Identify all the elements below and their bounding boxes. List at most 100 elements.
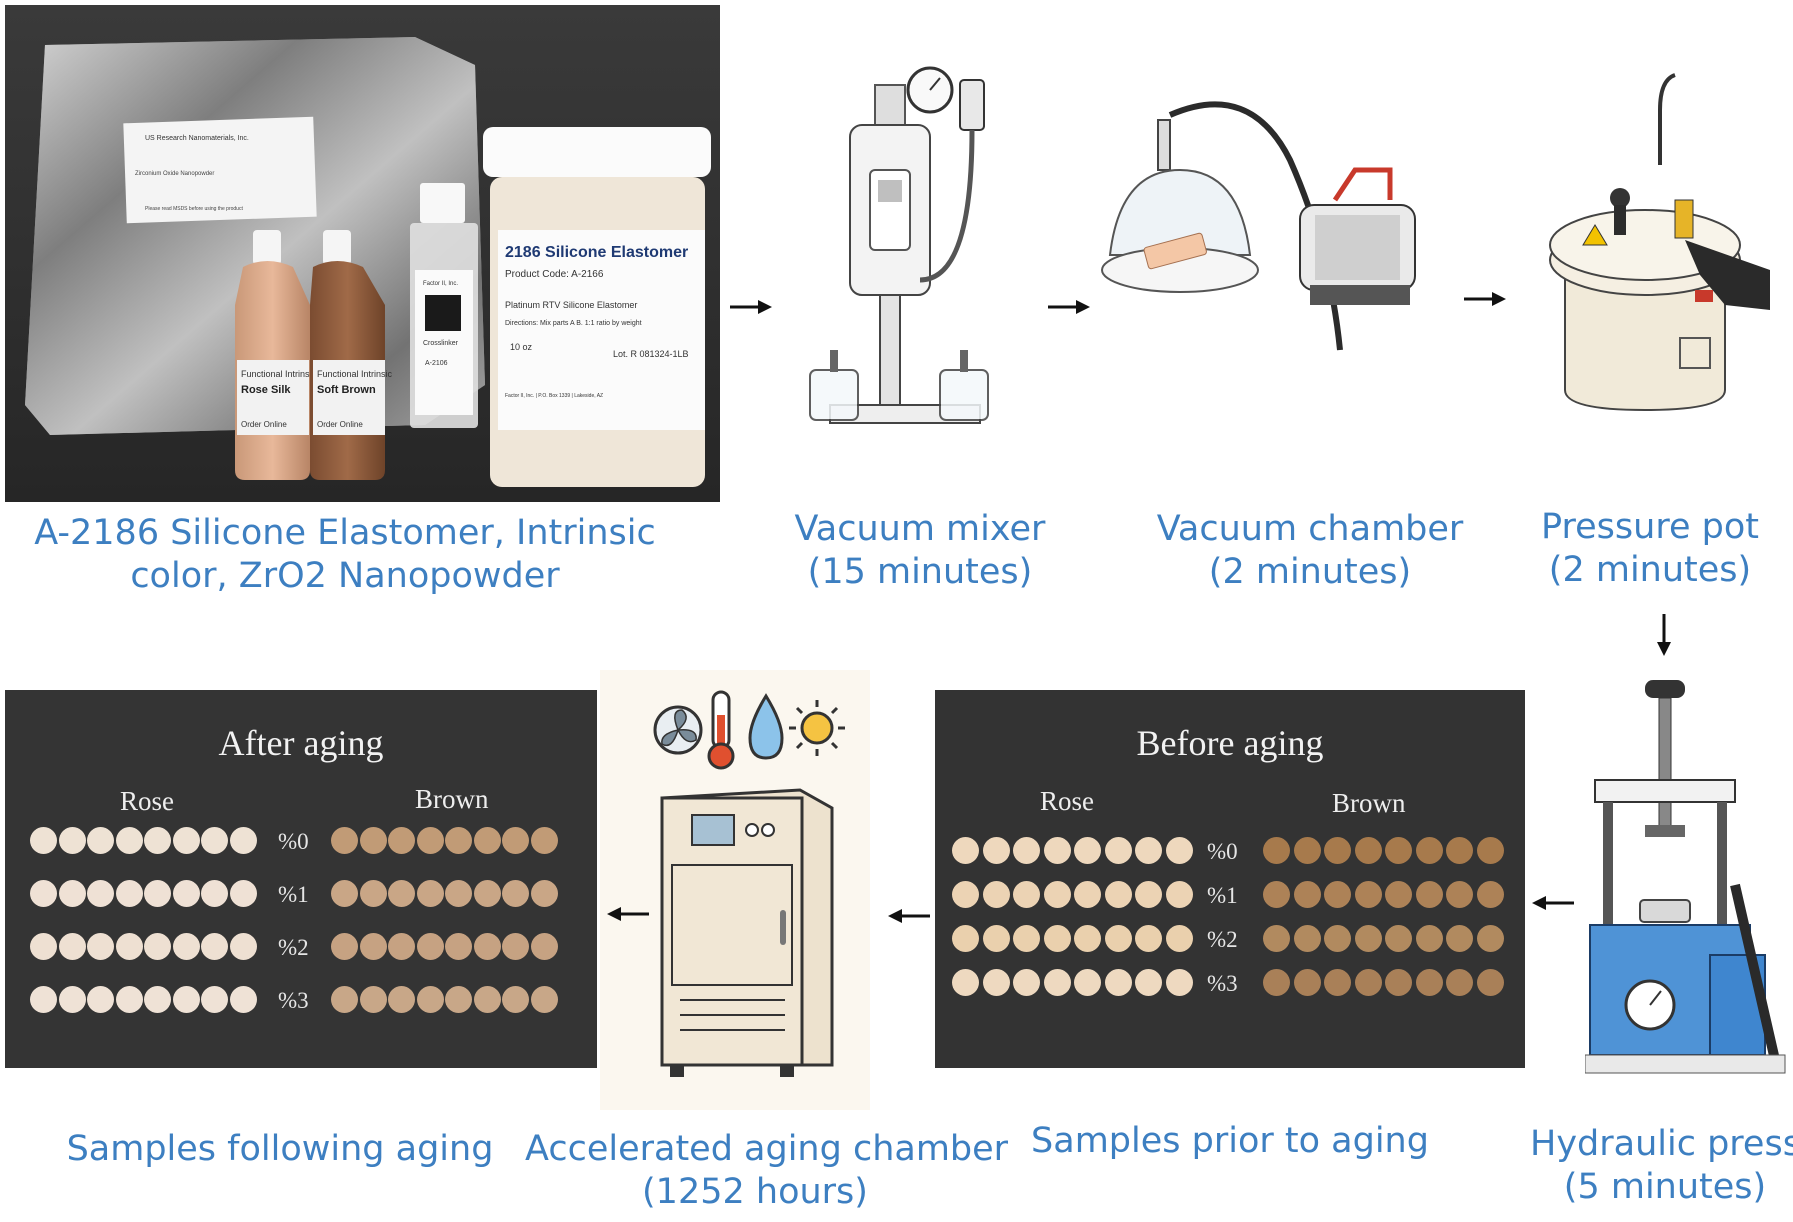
after-rose-disc <box>115 933 143 960</box>
after-brown-disc <box>502 933 529 960</box>
before-brown-disc <box>1446 969 1473 996</box>
before-brown-disc <box>1263 969 1290 996</box>
before-brown-disc <box>1263 837 1290 864</box>
after-brown-disc <box>388 880 415 907</box>
before-rose-disc <box>1135 925 1162 952</box>
vacuum-chamber-caption: Vacuum chamber (2 minutes) <box>1150 508 1470 594</box>
hydraulic-press-caption: Hydraulic press (5 minutes) <box>1530 1123 1793 1209</box>
bag-label-line2: Zirconium Oxide Nanopowder <box>135 171 214 177</box>
sun-icon <box>789 700 845 756</box>
after-rose-disc <box>229 986 257 1013</box>
after-brown-disc <box>388 933 415 960</box>
before-brown-disc <box>1476 881 1504 908</box>
after-rose-disc <box>201 880 228 907</box>
before-brown-disc <box>1385 837 1412 864</box>
before-rose-disc <box>1043 969 1071 996</box>
before-brown-disc <box>1324 881 1351 908</box>
arrow-left-icon <box>1532 896 1574 910</box>
before-rose-disc <box>1135 969 1162 996</box>
jar-line4: Directions: Mix parts A B. 1:1 ratio by … <box>505 320 642 327</box>
after-brown-disc <box>416 827 444 854</box>
before-rose-disc <box>1165 881 1193 908</box>
before-row-label: %3 <box>1207 971 1238 996</box>
after-rose-disc <box>30 933 57 960</box>
before-brown-disc <box>1446 925 1473 952</box>
before-rose-disc <box>1043 837 1071 864</box>
after-rose-disc <box>30 880 57 907</box>
after-rose-disc <box>87 933 114 960</box>
before-rose-disc <box>982 837 1010 864</box>
before-rose-disc <box>1013 837 1040 864</box>
before-brown-disc <box>1263 881 1290 908</box>
before-brown-disc <box>1293 925 1321 952</box>
after-brown-disc <box>445 880 472 907</box>
after-brown-disc <box>502 880 529 907</box>
after-brown-disc <box>473 986 501 1013</box>
brown-bottle-name: Soft Brown <box>317 384 376 396</box>
before-brown-disc <box>1263 925 1290 952</box>
before-brown-disc <box>1415 925 1443 952</box>
vacuum-mixer-caption: Vacuum mixer (15 minutes) <box>760 508 1080 594</box>
before-brown-disc <box>1385 925 1412 952</box>
before-brown-disc <box>1446 881 1473 908</box>
after-brown-disc <box>530 827 558 854</box>
after-rose-disc <box>115 827 143 854</box>
before-rose-disc <box>982 925 1010 952</box>
before-brown-disc <box>1476 837 1504 864</box>
water-drop-icon <box>748 693 784 760</box>
before-rose-disc <box>1104 925 1132 952</box>
before-rose-disc <box>1013 881 1040 908</box>
after-aging-caption-line1: Samples following aging <box>66 1129 494 1169</box>
after-rose-disc <box>172 880 200 907</box>
before-rose-disc <box>1104 881 1132 908</box>
before-rose-disc <box>952 837 979 864</box>
after-brown-disc <box>388 827 415 854</box>
hydraulic-press-illustration <box>1585 680 1786 1074</box>
before-brown-disc <box>1385 881 1412 908</box>
before-rose-disc <box>982 969 1010 996</box>
after-aging-panel: After aging Rose Brown %0%1%2%3 <box>5 690 597 1068</box>
after-brown-disc <box>331 986 358 1013</box>
before-aging-caption: Samples prior to aging <box>1030 1120 1430 1163</box>
after-rose-disc <box>115 986 143 1013</box>
after-aging-title: After aging <box>218 723 384 763</box>
after-brown-disc <box>502 827 529 854</box>
vacuum-chamber-illustration <box>1101 101 1416 351</box>
after-rose-disc <box>58 827 86 854</box>
after-rose-disc <box>87 986 114 1013</box>
rose-bottle-line3: Order Online <box>241 420 287 429</box>
after-rose-disc <box>58 933 86 960</box>
after-rose-disc <box>172 986 200 1013</box>
after-brown-disc <box>359 880 387 907</box>
after-row-label: %0 <box>278 829 309 854</box>
after-brown-disc <box>359 986 387 1013</box>
after-brown-disc <box>530 986 558 1013</box>
rose-bottle-name: Rose Silk <box>241 384 291 396</box>
arrow-right-icon <box>730 300 772 314</box>
aging-chamber-illustration <box>600 670 870 1110</box>
hydraulic-press-caption-line1: Hydraulic press <box>1530 1124 1793 1164</box>
before-rose-disc <box>1074 925 1101 952</box>
after-row-label: %1 <box>278 882 309 907</box>
after-brown-disc <box>445 827 472 854</box>
hydraulic-press-caption-line2: (5 minutes) <box>1563 1167 1767 1207</box>
before-brown-disc <box>1354 969 1382 996</box>
before-row-label: %2 <box>1207 927 1238 952</box>
fan-icon <box>653 705 703 755</box>
before-brown-disc <box>1415 969 1443 996</box>
after-brown-disc <box>445 986 472 1013</box>
crosslinker-name: Crosslinker <box>423 340 459 347</box>
after-brown-disc <box>473 880 501 907</box>
crosslinker-code: A-2106 <box>425 360 448 367</box>
rose-bottle-line1: Functional Intrinsic <box>241 369 317 379</box>
aging-chamber-caption-line1: Accelerated aging chamber <box>525 1129 1009 1169</box>
after-brown-disc <box>359 827 387 854</box>
after-rose-disc <box>87 827 114 854</box>
before-rose-disc <box>1165 837 1193 864</box>
after-brown-label: Brown <box>415 784 489 814</box>
after-row-label: %2 <box>278 935 309 960</box>
after-rose-disc <box>201 986 228 1013</box>
materials-illustration: US Research Nanomaterials, Inc. Zirconiu… <box>25 37 711 487</box>
brown-bottle-line1: Functional Intrinsic <box>317 369 393 379</box>
after-rose-disc <box>144 933 171 960</box>
